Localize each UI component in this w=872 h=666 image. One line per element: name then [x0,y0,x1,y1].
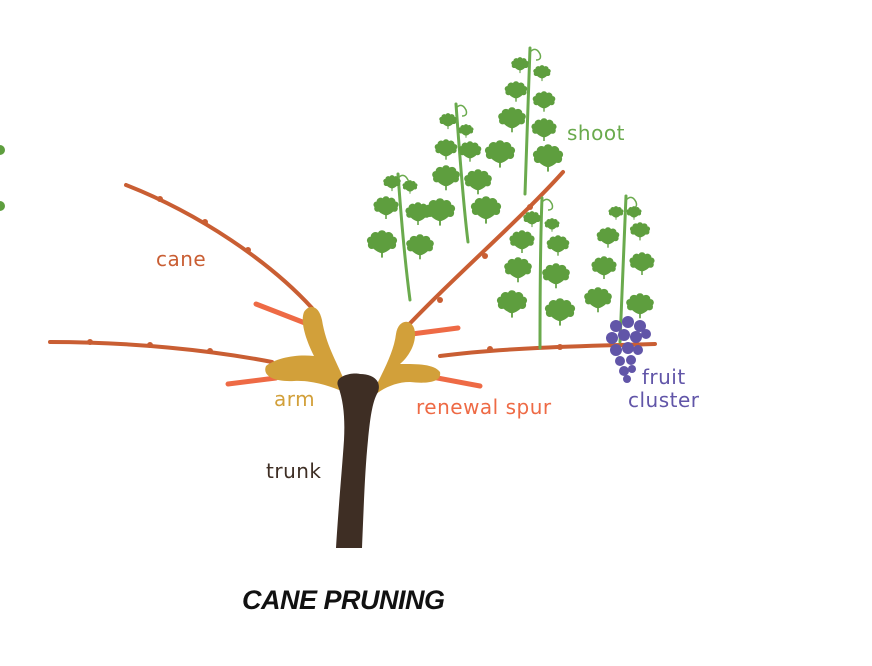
cane-buds [87,196,563,354]
fruit-cluster-label: fruit cluster [628,366,700,412]
spur-lower-left [225,375,279,387]
cane-label: cane [156,247,207,271]
arm-left [265,306,344,392]
diagram-title: CANE PRUNING [242,585,445,615]
shoot-3 [523,46,532,196]
trunk [336,373,379,548]
spur-upper-left [253,301,308,326]
spur-lower-right [429,374,483,389]
renewal-spur-label: renewal spur [416,395,552,419]
fruit-cluster-label-line2: cluster [628,388,700,412]
arm-right [376,321,441,394]
cane-upper-right [396,170,565,338]
shoot-1 [396,172,412,302]
shoot-label: shoot [567,121,625,145]
cane-upper-left [124,183,314,310]
arms [265,306,441,394]
shoot-4 [538,196,544,350]
trunk-label: trunk [266,459,322,483]
fruit-cluster-label-line1: fruit [641,365,686,389]
shoot-2 [454,102,470,244]
arm-label: arm [274,387,316,411]
leaves [366,57,655,327]
edge-leaves [0,145,5,211]
cane-lower-left [48,340,274,364]
fruit-cluster [606,316,651,383]
tendrils [397,48,638,211]
